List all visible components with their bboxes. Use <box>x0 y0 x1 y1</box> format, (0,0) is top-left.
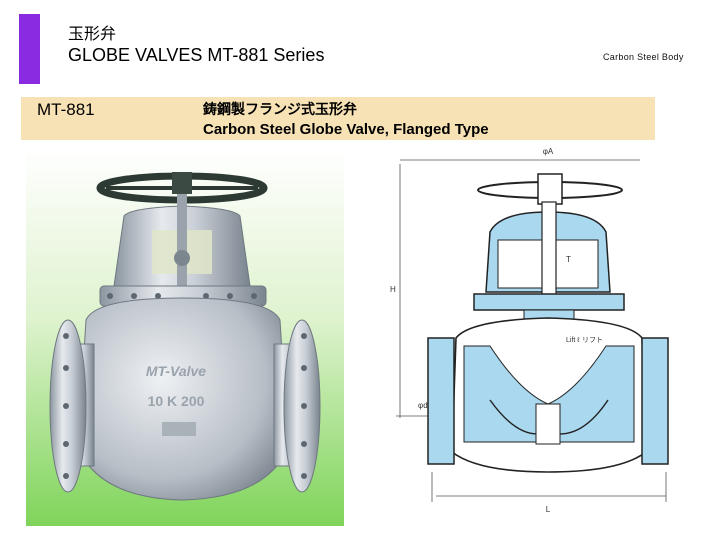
accent-bar <box>19 14 40 84</box>
dim-label-lift-jp: リフト <box>582 336 603 344</box>
dim-label-lift: Lift ℓ <box>566 337 580 344</box>
cast-mark-size: 10 K 200 <box>148 393 205 409</box>
dim-label-length: L <box>546 505 551 514</box>
model-number: MT-881 <box>37 100 95 119</box>
valve-photo: MT-Valve 10 K 200 <box>26 148 344 526</box>
sectional-drawing: φA H T Lift ℓ φd L リフト <box>390 147 669 514</box>
dim-label-t: T <box>566 255 571 264</box>
right-flange <box>283 319 321 493</box>
dim-label-height: H <box>390 285 396 294</box>
dim-label-wheel-dia: φA <box>543 147 554 156</box>
page-title: GLOBE VALVES MT-881 Series <box>68 45 325 65</box>
cast-mark-brand: MT-Valve <box>146 363 206 379</box>
body-material-label: Carbon Steel Body <box>603 52 684 62</box>
page-title-japanese: 玉形弁 <box>68 24 117 43</box>
product-name-japanese: 鋳鋼製フランジ式玉形弁 <box>203 102 357 118</box>
left-flange <box>49 319 87 493</box>
dim-label-bore: φd <box>418 401 428 410</box>
product-name: Carbon Steel Globe Valve, Flanged Type <box>203 121 489 138</box>
product-header-band <box>21 97 655 140</box>
